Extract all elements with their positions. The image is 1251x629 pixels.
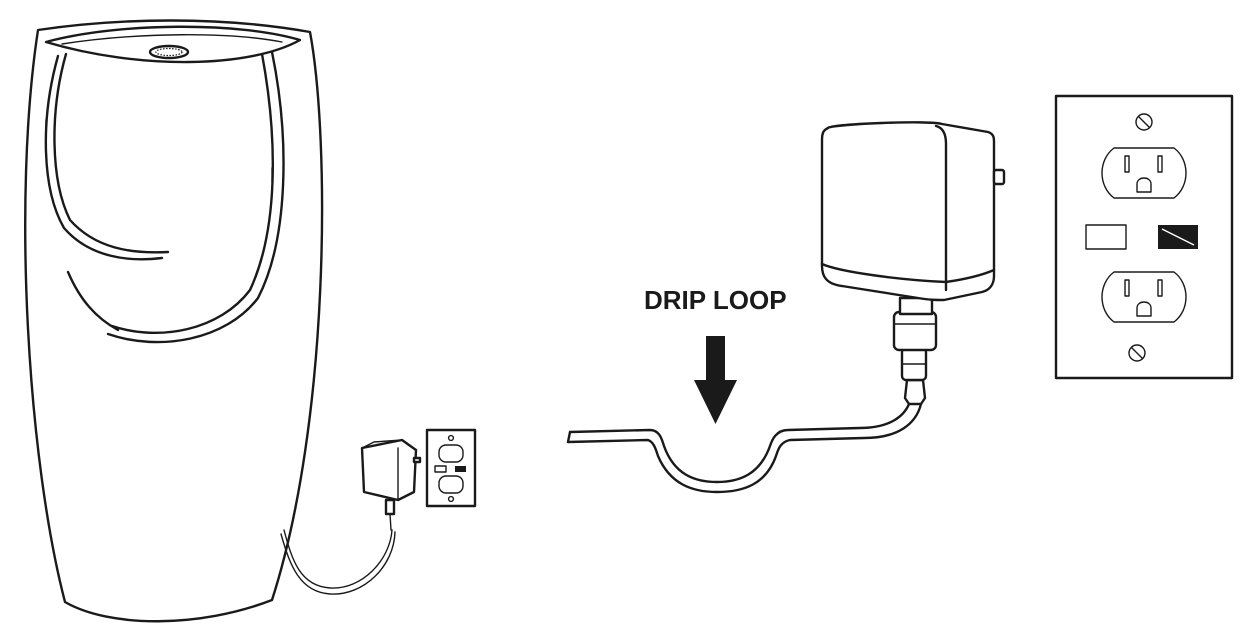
small-outlet-switch-dark	[455, 466, 466, 472]
drip-loop-cord-bottom	[566, 402, 923, 494]
fountain-upper-basin	[53, 52, 170, 254]
drip-loop-label: DRIP LOOP	[644, 285, 787, 315]
outlet-plate	[1054, 94, 1234, 380]
outlet-socket-bottom-slot-right	[1157, 279, 1163, 297]
fountain	[24, 19, 324, 623]
large-adapter-prong	[992, 168, 1006, 186]
outlet-screw-bottom-slot	[1131, 347, 1143, 359]
outlet-screw-top-slot	[1138, 116, 1150, 128]
small-power-adapter	[280, 438, 422, 595]
large-adapter-body	[820, 121, 996, 302]
outlet-socket-top	[1101, 147, 1187, 199]
outlet-socket-bottom-ground	[1136, 301, 1152, 317]
pump-nozzle-holes	[155, 47, 183, 57]
fountain-lower-spill	[66, 270, 120, 332]
small-wall-outlet	[425, 428, 477, 508]
small-outlet-screw-top	[447, 434, 455, 442]
outlet-socket-top-slot-right	[1157, 155, 1163, 173]
drip-loop-arrow-shaft	[706, 336, 725, 380]
outlet-socket-top-slot-left	[1124, 155, 1130, 173]
small-outlet-socket-bottom	[438, 475, 464, 494]
drip-loop: DRIP LOOP	[566, 285, 923, 494]
small-adapter-top	[361, 439, 403, 449]
outlet-socket-bottom	[1101, 271, 1187, 323]
fountain-rim-inner	[61, 34, 283, 45]
small-power-cord-2	[280, 531, 396, 595]
fountain-body	[24, 19, 324, 623]
outlet-screw-top-icon	[1135, 113, 1153, 131]
large-power-adapter	[820, 121, 1006, 406]
outlet-socket-top-ground	[1136, 177, 1152, 193]
small-adapter-body	[360, 438, 418, 502]
large-wall-outlet	[1054, 94, 1234, 380]
drip-loop-cord-top	[568, 402, 911, 484]
drip-loop-cord-end	[566, 430, 572, 444]
small-outlet-screw-bottom	[447, 495, 455, 503]
large-adapter-cable	[903, 378, 927, 406]
fountain-right-channel-inner	[106, 50, 285, 344]
fountain-top-rim	[44, 25, 302, 64]
outlet-switch-light	[1085, 224, 1127, 250]
outlet-switch-dark-slash	[1161, 228, 1195, 246]
small-outlet-switch-light	[434, 465, 447, 473]
small-outlet-socket-top	[438, 444, 464, 463]
small-adapter-prong	[412, 456, 422, 464]
outlet-screw-bottom-icon	[1128, 344, 1146, 362]
small-power-cord	[283, 529, 393, 589]
outlet-socket-bottom-slot-left	[1124, 279, 1130, 297]
large-adapter-bottom-band	[820, 262, 996, 284]
drip-loop-arrow-icon	[694, 380, 737, 424]
fountain-upper-basin-inner	[44, 54, 164, 261]
small-outlet-plate	[425, 428, 477, 508]
large-adapter-plug	[892, 310, 938, 352]
small-adapter-cable	[389, 513, 392, 531]
fountain-right-channel	[110, 52, 275, 335]
large-adapter-front-edge	[934, 124, 948, 292]
small-adapter-plug	[384, 498, 396, 516]
